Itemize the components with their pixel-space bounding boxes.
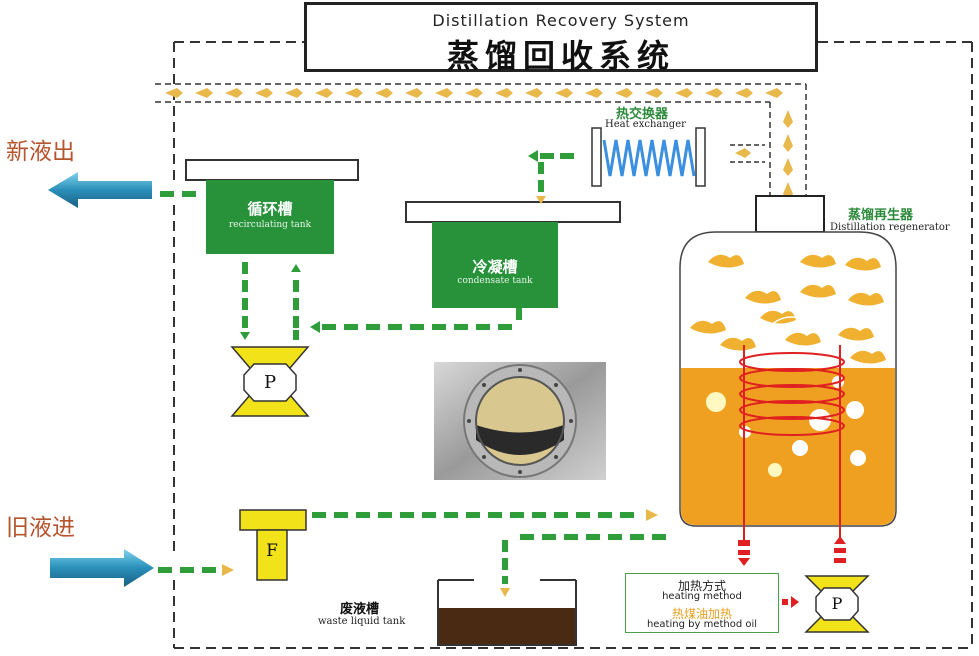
old-liquid-in-label: 旧液进 bbox=[6, 515, 75, 541]
heating-method-en: heating by method oil bbox=[646, 619, 758, 630]
heating-title-en: heating method bbox=[662, 591, 742, 602]
recirculating-tank: 循环槽 recirculating tank bbox=[206, 180, 334, 254]
recirculating-tank-shape bbox=[185, 159, 359, 254]
heating-method-zh: 热煤油加热 bbox=[671, 607, 732, 621]
new-liquid-out-arrow bbox=[48, 172, 152, 208]
condensate-tank-shape bbox=[405, 201, 621, 308]
regenerator-label-zh: 蒸馏再生器 bbox=[848, 208, 914, 223]
heat-exchanger-label-en: Heat exchanger bbox=[605, 119, 686, 130]
new-liquid-out-label: 新液出 bbox=[6, 139, 75, 165]
right-pump-label: P bbox=[831, 594, 843, 613]
filter-shape bbox=[239, 509, 307, 581]
title-box: Distillation Recovery System 蒸馏回收系统 bbox=[304, 2, 818, 75]
condensate-tank-label-zh: 冷凝槽 bbox=[472, 258, 518, 276]
liquid-flow-lines bbox=[158, 150, 666, 597]
left-pump-label: P bbox=[263, 372, 277, 393]
old-liquid-in-arrow bbox=[50, 549, 154, 587]
sight-glass-photo bbox=[434, 362, 606, 480]
waste-tank-shape bbox=[437, 579, 577, 646]
filter-label: F bbox=[266, 541, 278, 561]
recirculating-tank-label-en: recirculating tank bbox=[228, 220, 312, 230]
title-chinese: 蒸馏回收系统 bbox=[446, 37, 675, 75]
left-pump-shape bbox=[230, 346, 310, 417]
heating-title-zh: 加热方式 bbox=[677, 579, 726, 593]
regenerator-label-en: Distillation regenerator bbox=[830, 222, 950, 233]
condensate-tank: 冷凝槽 condensate tank bbox=[432, 222, 558, 308]
right-pump-shape bbox=[804, 575, 870, 633]
recirculating-tank-label-zh: 循环槽 bbox=[247, 200, 293, 218]
condensate-tank-label-en: condensate tank bbox=[457, 276, 533, 286]
system-boundary bbox=[173, 41, 973, 649]
heat-exchanger-label-zh: 热交换器 bbox=[616, 107, 669, 122]
vapor-duct-outline bbox=[155, 83, 807, 198]
title-english: Distillation Recovery System bbox=[432, 11, 690, 30]
distillation-regenerator-vessel bbox=[679, 195, 897, 608]
heat-exchanger bbox=[591, 127, 706, 187]
waste-tank-label-zh: 废液槽 bbox=[340, 602, 380, 617]
heating-method-box: 加热方式 heating method 热煤油加热 heating by met… bbox=[625, 573, 779, 633]
vapor-flow-line bbox=[165, 88, 793, 253]
waste-tank-label-en: waste liquid tank bbox=[318, 616, 406, 627]
